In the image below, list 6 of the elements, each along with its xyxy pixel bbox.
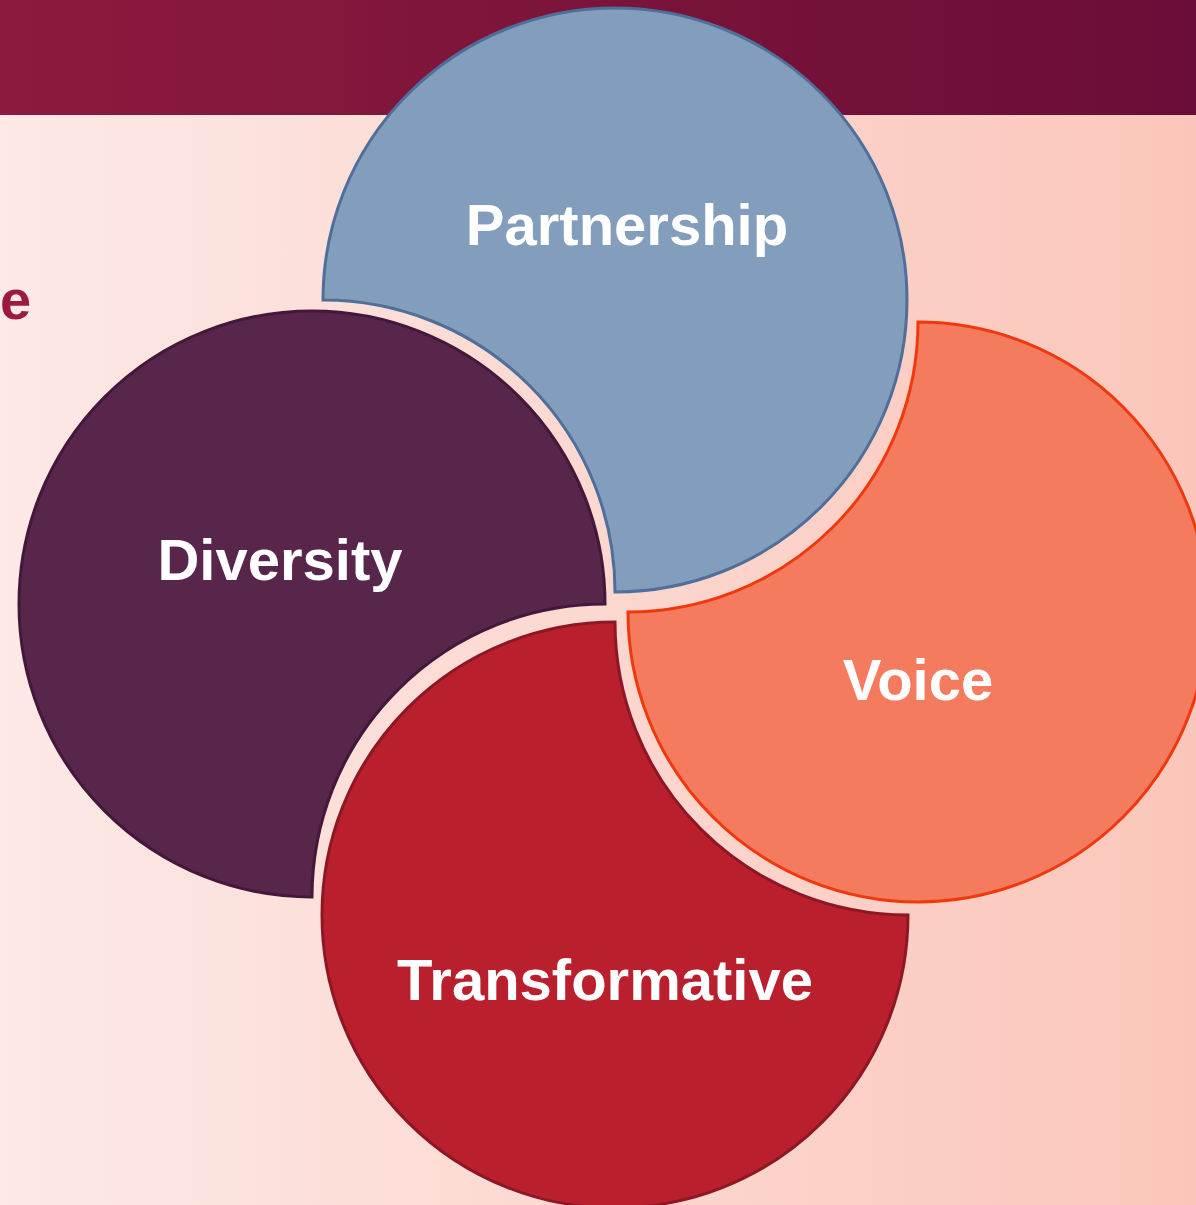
segment-label: Partnership (465, 193, 789, 257)
segment-label: Diversity (157, 528, 403, 592)
segment-label: Transformative (397, 948, 813, 1012)
heading-fragment: e (0, 272, 32, 328)
segment-label: Voice (842, 648, 994, 712)
circle-segment (628, 322, 1196, 902)
